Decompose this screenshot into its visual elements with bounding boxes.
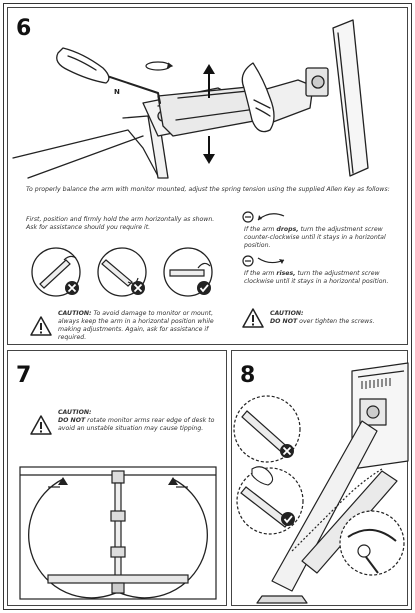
cross-mark-icon [131, 281, 145, 295]
caution-do-not-rotate: CAUTION:DO NOT rotate monitor arms rear … [58, 409, 215, 432]
cable-management-illustration [233, 362, 409, 604]
warning-icon [242, 308, 264, 328]
step-8-number: 8 [240, 363, 256, 388]
caution-do-not-overtighten: CAUTION:DO NOT over tighten the screws. [270, 310, 375, 325]
counter-clockwise-icon [242, 211, 285, 223]
check-mark-icon [197, 281, 211, 295]
detail-circle-3 [339, 510, 405, 576]
step-8-panel: 8 [231, 350, 409, 606]
cross-mark-icon [65, 281, 79, 295]
up-arrow-icon [203, 64, 215, 98]
arm-drops-instruction: If the arm drops, turn the adjustment sc… [244, 226, 386, 249]
down-arrow-icon [203, 136, 215, 164]
warning-icon [30, 415, 52, 435]
check-mark-icon [281, 512, 295, 526]
detail-circle-2 [236, 466, 304, 535]
rotation-limit-illustration [19, 466, 217, 600]
step-7-panel: 7 CAUTION:DO NOT rotate monitor arms rea… [7, 350, 227, 606]
rotate-arrow-icon [145, 61, 174, 71]
arm-rises-instruction: If the arm rises, turn the adjustment sc… [244, 270, 389, 285]
allen-key-n-label: N [114, 88, 120, 96]
warning-icon [30, 316, 52, 336]
page-frame [3, 3, 412, 610]
position-instruction-text: First, position and firmly hold the arm … [26, 216, 215, 231]
arm-adjustment-illustration [12, 19, 369, 179]
step-7-number: 7 [16, 363, 32, 388]
cross-mark-icon [280, 444, 294, 458]
balance-intro-text: To properly balance the arm with monitor… [26, 186, 390, 193]
detail-circle-1 [233, 395, 301, 463]
caution-arm-horizontal: CAUTION: To avoid damage to monitor or m… [58, 310, 214, 341]
step-6-number: 6 [16, 16, 32, 41]
clockwise-icon [242, 255, 285, 267]
arm-position-examples [31, 247, 213, 297]
step-6-panel: 6 [7, 7, 408, 345]
